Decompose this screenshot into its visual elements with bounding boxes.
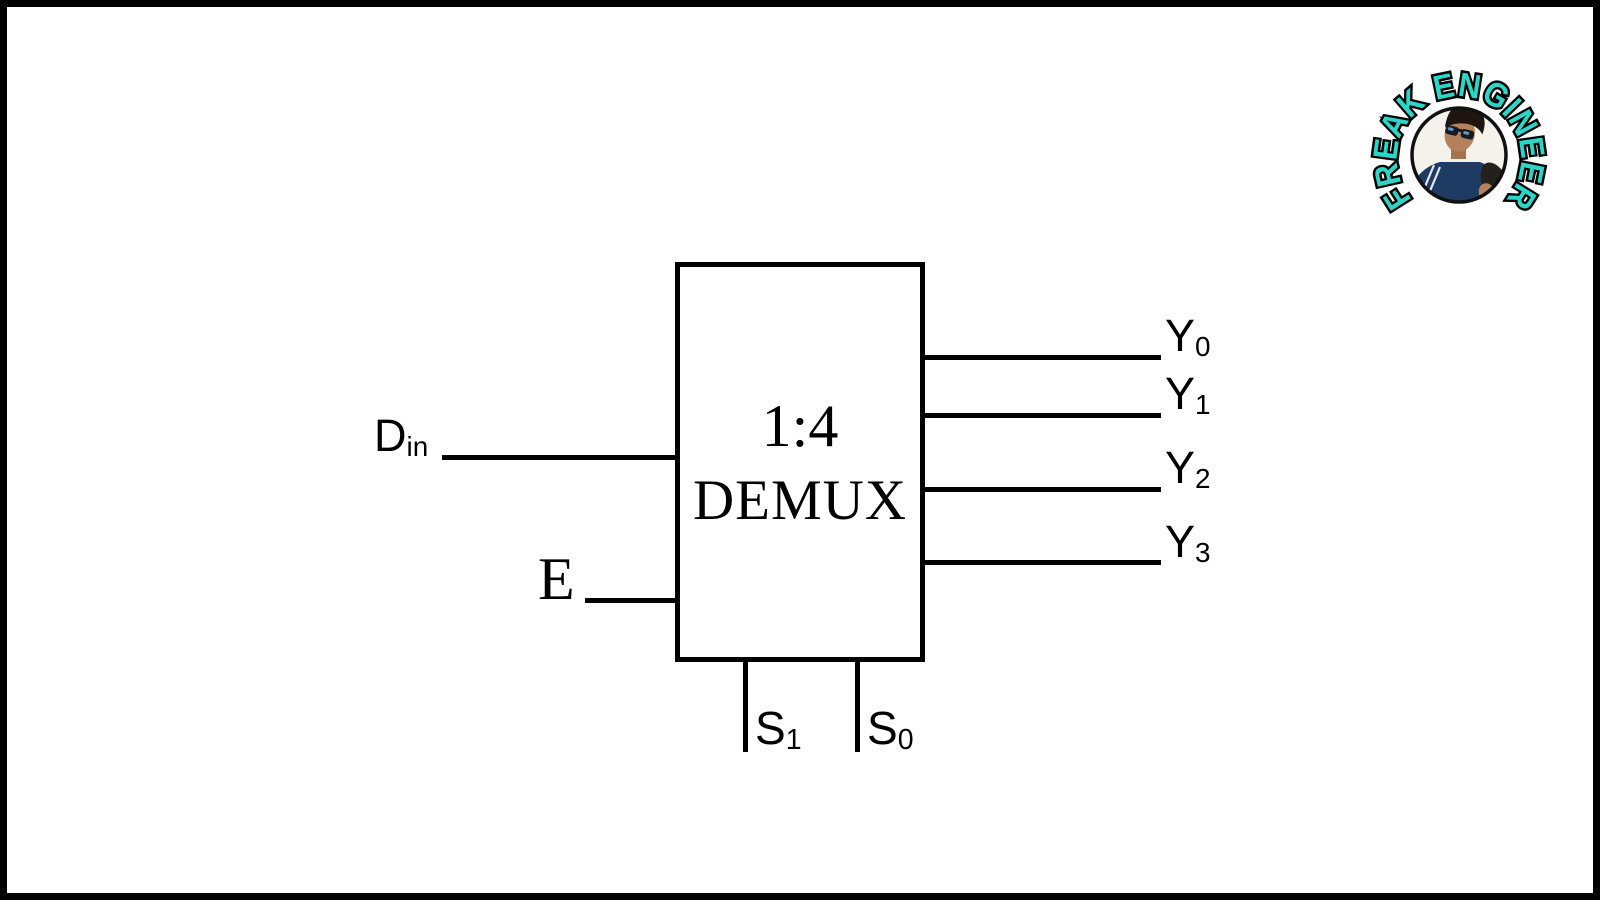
demux-ratio-label: 1:4 [761,392,839,459]
din-sub: in [406,431,429,463]
select-label-s0: S0 [867,702,914,754]
y0-main: Y [1165,310,1196,361]
output-label-y2: Y2 [1165,442,1211,493]
output-wire-y1 [925,413,1161,418]
y2-main: Y [1165,442,1196,493]
y3-sub: 3 [1195,537,1211,569]
s1-sub: 1 [785,724,802,757]
y2-sub: 2 [1195,463,1211,495]
y0-sub: 0 [1195,331,1211,363]
din-wire [442,455,675,460]
input-label-din: Din [374,410,428,461]
s1-main: S [755,702,786,754]
select-wire-s0 [855,662,860,752]
select-wire-s1 [743,662,748,752]
select-label-s1: S1 [755,702,802,754]
output-label-y3: Y3 [1165,516,1211,567]
y3-main: Y [1165,516,1196,567]
s0-sub: 0 [897,724,914,757]
y1-main: Y [1165,368,1196,419]
demux-block: 1:4 DEMUX [675,262,925,662]
s0-main: S [867,702,898,754]
input-label-enable: E [538,546,575,612]
output-label-y1: Y1 [1165,368,1211,419]
output-wire-y3 [925,560,1161,565]
output-wire-y0 [925,355,1161,360]
output-label-y0: Y0 [1165,310,1211,361]
demux-name-label: DEMUX [693,468,907,532]
avatar-ring [1410,106,1508,204]
output-wire-y2 [925,487,1161,492]
y1-sub: 1 [1195,389,1211,421]
freak-engineer-logo: FREAK ENGINEER [1364,63,1553,219]
din-main: D [374,410,407,461]
enable-wire [585,598,675,603]
